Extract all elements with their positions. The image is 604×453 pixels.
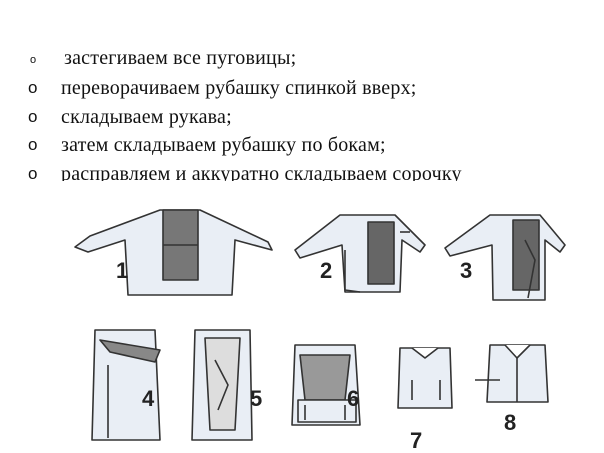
shirt-step-3-drawing bbox=[444, 214, 566, 301]
step-text: застегиваем все пуговицы; bbox=[64, 47, 297, 69]
bullet-icon: o bbox=[28, 107, 38, 126]
shirt-step-5-drawing bbox=[191, 329, 253, 441]
shirt-step-6-drawing bbox=[291, 344, 361, 426]
step-number-8: 8 bbox=[504, 410, 516, 435]
shirt-step-7-drawing bbox=[397, 347, 453, 409]
shirt-step-2-drawing bbox=[294, 214, 426, 293]
bullet-icon: o bbox=[30, 54, 37, 66]
step-number-5: 5 bbox=[250, 386, 262, 411]
step-number-3: 3 bbox=[460, 258, 472, 283]
bullet-icon: o bbox=[28, 78, 38, 97]
step-text: расправляем и аккуратно складываем сороч… bbox=[61, 163, 462, 181]
step-text: затем складываем рубашку по бокам; bbox=[61, 134, 386, 156]
shirt-step-8-drawing bbox=[475, 344, 549, 403]
shirt-step-1-drawing bbox=[74, 209, 273, 296]
step-number-1: 1 bbox=[116, 258, 128, 283]
step-text: переворачиваем рубашку спинкой вверх; bbox=[61, 77, 417, 99]
step-number-2: 2 bbox=[320, 258, 332, 283]
step-number-4: 4 bbox=[142, 386, 155, 411]
step-text: складываем рукава; bbox=[61, 106, 232, 128]
step-number-7: 7 bbox=[410, 428, 422, 453]
bullet-icon: o bbox=[28, 135, 38, 154]
instruction-list: o застегиваем все пуговицы; o переворачи… bbox=[0, 40, 604, 181]
bullet-icon: o bbox=[28, 164, 38, 181]
step-number-6: 6 bbox=[347, 386, 359, 411]
shirt-step-4-drawing bbox=[91, 329, 161, 441]
